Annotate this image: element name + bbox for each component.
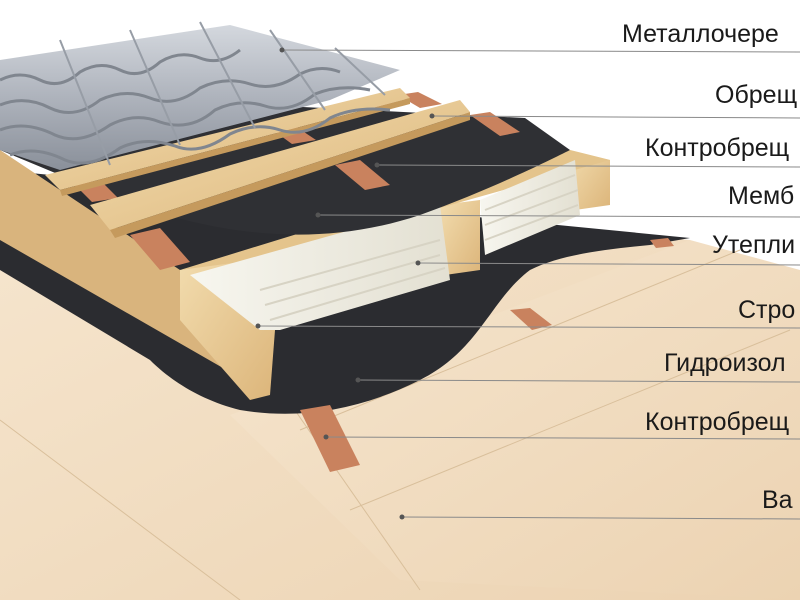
label-battens: Обрещ xyxy=(715,81,797,109)
label-waterproofing-marker-dot xyxy=(355,377,361,383)
label-insulation-marker-dot xyxy=(415,260,421,266)
label-insulation-leader-line xyxy=(417,262,800,266)
label-waterproofing-leader-line xyxy=(357,379,800,383)
label-insulation: Утепли xyxy=(712,231,795,259)
label-membrane-marker-dot xyxy=(315,212,321,218)
label-lining: Ва xyxy=(762,486,793,514)
label-rafters: Стро xyxy=(738,296,795,324)
label-rafters-marker-dot xyxy=(255,323,261,329)
label-lining-marker-dot xyxy=(399,514,405,520)
callouts: МеталлочереОбрещКонтробрещМембУтеплиСтро… xyxy=(255,20,800,520)
insulation-layer xyxy=(190,160,580,330)
label-counter-battens-top-marker-dot xyxy=(374,162,380,168)
label-lining-leader-line xyxy=(401,516,800,520)
label-waterproofing: Гидроизол xyxy=(664,349,786,377)
label-battens-marker-dot xyxy=(429,113,435,119)
label-rafters-leader-line xyxy=(257,325,800,329)
label-metal-tile-marker-dot xyxy=(279,47,285,53)
label-membrane-leader-line xyxy=(317,214,800,218)
label-counter-battens-bottom: Контробрещ xyxy=(645,408,789,436)
label-counter-battens-bottom-marker-dot xyxy=(323,434,329,440)
label-counter-battens-top-leader-line xyxy=(376,164,800,168)
label-metal-tile-leader-line xyxy=(281,49,800,53)
counter-battens-bottom xyxy=(300,238,674,472)
label-battens-leader-line xyxy=(431,115,800,119)
label-counter-battens-bottom-leader-line xyxy=(325,436,800,440)
label-membrane: Мемб xyxy=(728,182,794,210)
metal-tile-layer xyxy=(0,21,400,170)
label-counter-battens-top: Контробрещ xyxy=(645,134,789,162)
label-metal-tile: Металлочере xyxy=(622,20,779,48)
